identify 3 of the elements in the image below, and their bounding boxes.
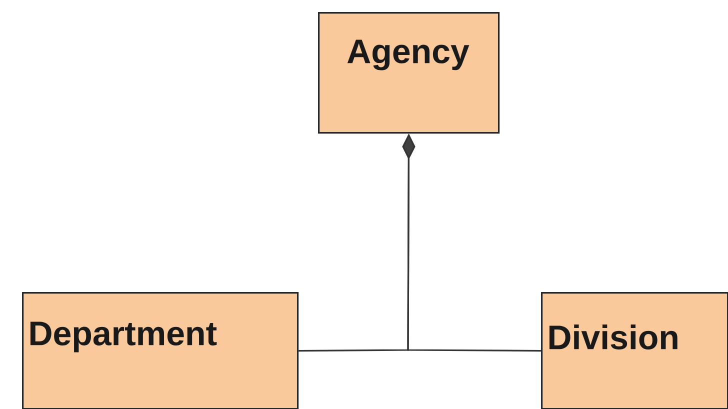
class-box: Agency bbox=[318, 12, 500, 134]
class-box: Department bbox=[22, 292, 299, 409]
class-box: Division bbox=[541, 292, 728, 409]
